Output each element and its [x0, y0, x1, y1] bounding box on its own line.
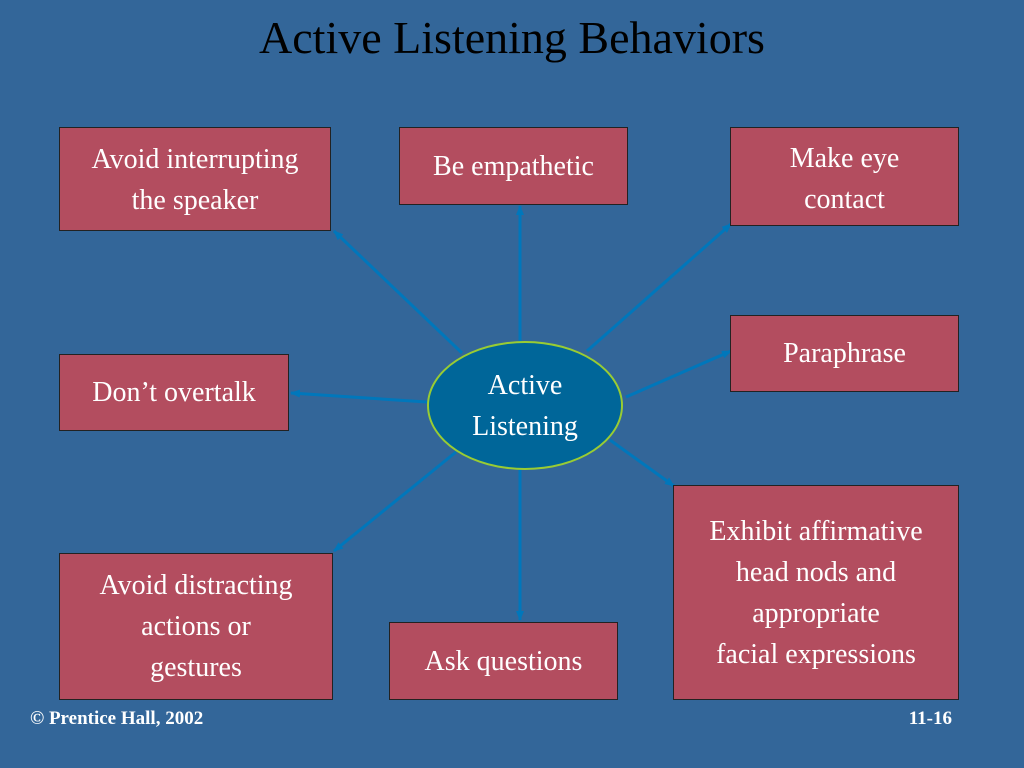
box-ask-questions: Ask questions	[389, 622, 618, 700]
box-avoid-interrupting: Avoid interrupting the speaker	[59, 127, 331, 231]
arrow-to-paraphrase	[625, 349, 732, 399]
box-make-eye-contact: Make eye contact	[730, 127, 959, 226]
arrow-to-exhibit-affirmative	[609, 438, 675, 488]
box-paraphrase: Paraphrase	[730, 315, 959, 392]
box-avoid-distracting: Avoid distracting actions or gestures	[59, 553, 333, 700]
box-dont-overtalk: Don’t overtalk	[59, 354, 289, 431]
slide-title: Active Listening Behaviors	[259, 12, 765, 63]
footer-copyright: © Prentice Hall, 2002	[30, 708, 204, 729]
box-be-empathetic: Be empathetic	[399, 127, 628, 205]
footer-page-number: 11-16	[908, 708, 952, 729]
center-node-active-listening: Active Listening	[427, 341, 623, 470]
box-exhibit-affirmative: Exhibit affirmative head nods and approp…	[673, 485, 959, 700]
arrow-to-avoid-interrupting	[332, 229, 464, 355]
arrow-to-dont-overtalk	[290, 389, 428, 404]
arrow-to-avoid-distracting	[333, 450, 457, 553]
arrow-to-make-eye-contact	[586, 222, 732, 353]
